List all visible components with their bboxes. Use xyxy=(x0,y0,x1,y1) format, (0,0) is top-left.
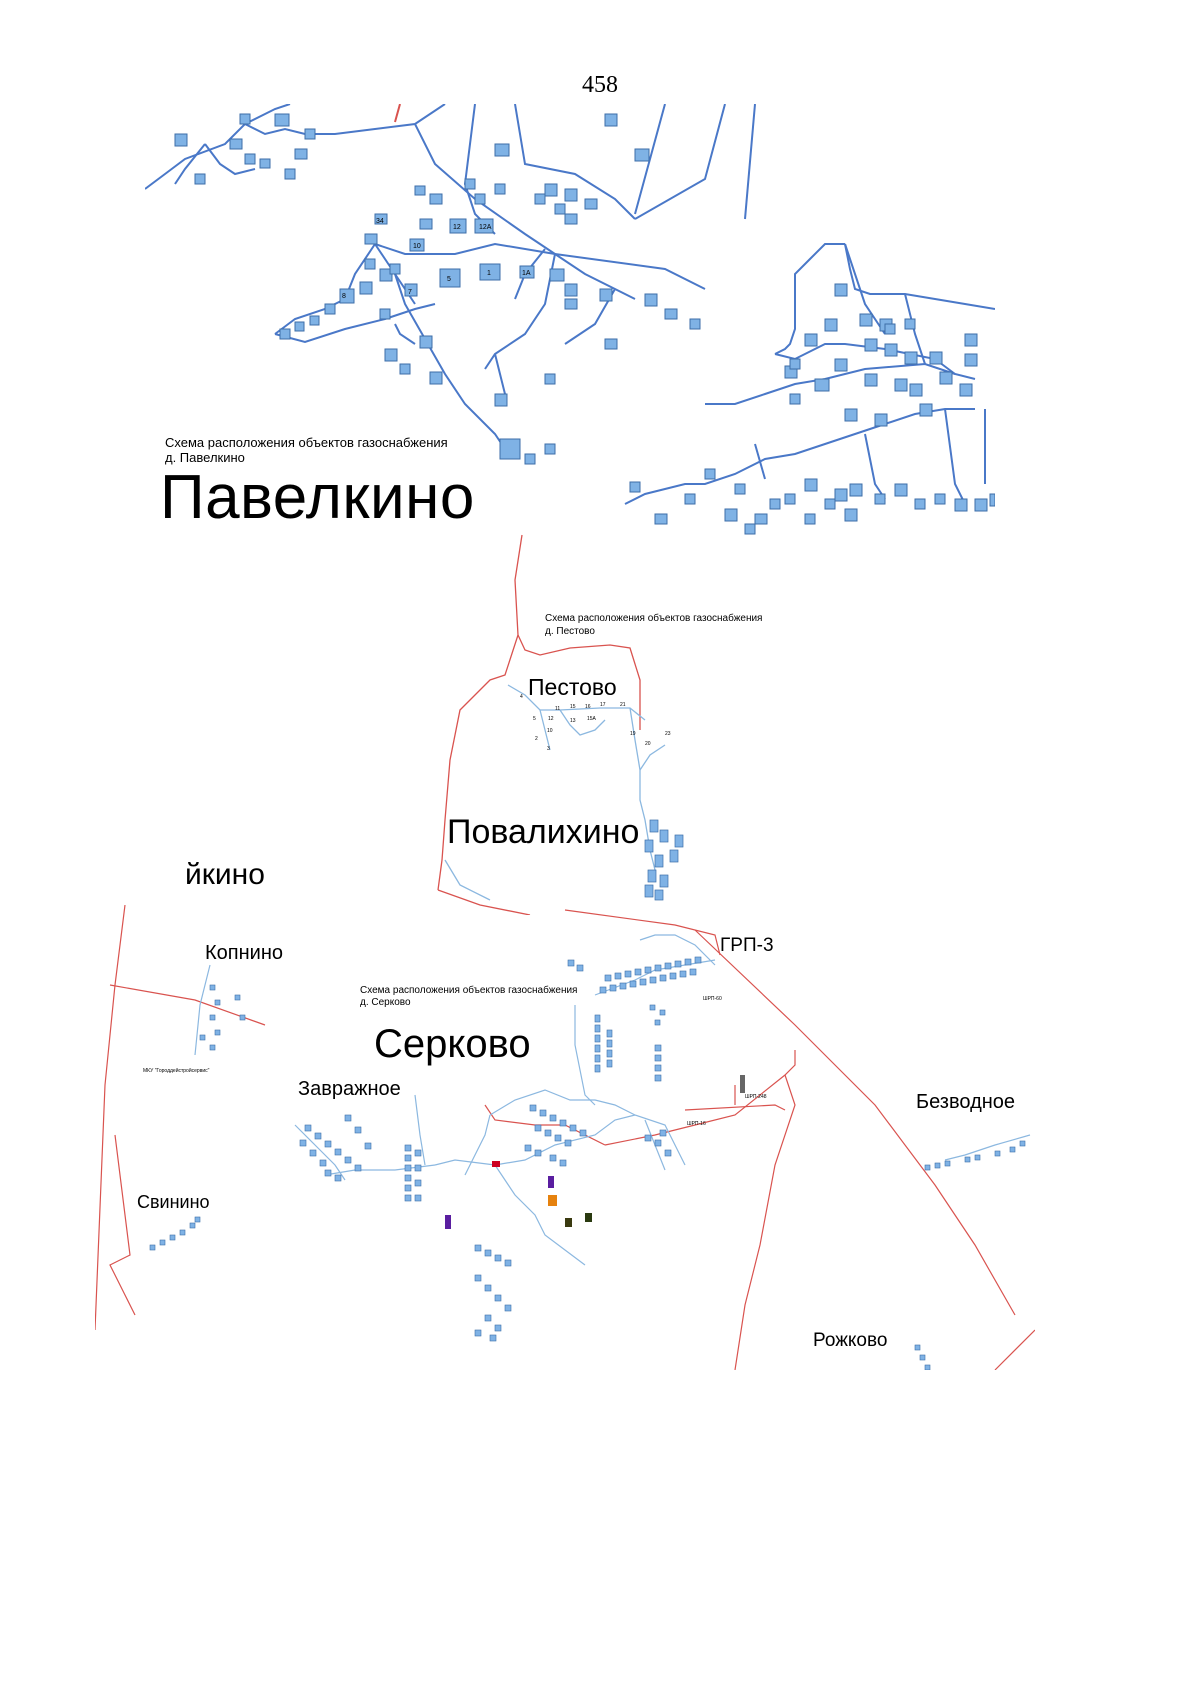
svg-text:1А: 1А xyxy=(522,270,531,277)
label-zavrazhnoe: Завражное xyxy=(298,1078,401,1100)
svg-text:4: 4 xyxy=(520,694,523,700)
svg-text:3: 3 xyxy=(547,746,550,752)
title-serkovo: Серково xyxy=(374,1022,531,1066)
house-number-labels: 12 12А 5 1 1А 7 10 34 8 xyxy=(342,218,531,300)
label-partial-village: йкино xyxy=(185,858,265,891)
facility-markers xyxy=(445,1075,745,1229)
caption-pestovo-line2: д. Пестово xyxy=(545,626,595,637)
svg-text:34: 34 xyxy=(376,218,384,225)
pestovo-buildings xyxy=(644,819,684,901)
svg-text:17: 17 xyxy=(600,702,606,708)
caption-pavelkino: Схема расположения объектов газоснабжени… xyxy=(165,435,448,465)
svg-text:21: 21 xyxy=(620,702,626,708)
map-pestovo: 15 16 17 21 19 20 23 13 15А 10 11 12 4 5… xyxy=(437,534,684,915)
svg-text:1: 1 xyxy=(487,270,491,277)
svg-text:ШРП-60: ШРП-60 xyxy=(703,996,722,1002)
pestovo-house-numbers: 15 16 17 21 19 20 23 13 15А 10 11 12 4 5… xyxy=(520,694,671,752)
buildings xyxy=(174,113,701,493)
svg-text:5: 5 xyxy=(447,276,451,283)
serkovo-buildings xyxy=(149,956,1026,1370)
svg-text:10: 10 xyxy=(547,728,553,734)
label-bezvodnoe: Безводное xyxy=(916,1091,1016,1113)
serkovo-boundaries xyxy=(95,905,1035,1370)
svg-text:ШРП-16: ШРП-16 xyxy=(687,1121,706,1127)
svg-text:12А: 12А xyxy=(479,224,492,231)
svg-text:23: 23 xyxy=(665,731,671,737)
svg-text:16: 16 xyxy=(585,704,591,710)
svg-text:МКУ "Городдейстройсервис": МКУ "Городдейстройсервис" xyxy=(143,1067,210,1074)
label-rozhkovo: Рожково xyxy=(813,1330,888,1351)
svg-text:ШРП-248: ШРП-248 xyxy=(745,1094,767,1100)
svg-text:13: 13 xyxy=(570,718,576,724)
boundary-lines xyxy=(437,534,641,915)
caption-serkovo-line2: д. Серково xyxy=(360,997,411,1008)
svg-text:20: 20 xyxy=(645,741,651,747)
svg-text:7: 7 xyxy=(408,289,412,296)
label-grp-3: ГРП-3 xyxy=(720,935,774,956)
svg-text:2: 2 xyxy=(535,736,538,742)
shrp-labels: ШРП-60 ШРП-248 ШРП-16 МКУ "Городдейстрой… xyxy=(143,996,767,1127)
caption-pestovo: Схема расположения объектов газоснабжени… xyxy=(545,612,762,638)
caption-serkovo: Схема расположения объектов газоснабжени… xyxy=(360,985,577,1009)
svg-text:15А: 15А xyxy=(587,716,597,722)
pipes xyxy=(444,684,666,901)
svg-text:5: 5 xyxy=(533,716,536,722)
title-pestovo: Пестово xyxy=(528,674,617,700)
svg-text:19: 19 xyxy=(630,731,636,737)
caption-pavelkino-line1: Схема расположения объектов газоснабжени… xyxy=(165,435,448,450)
buildings-east xyxy=(654,283,995,535)
page-number: 458 xyxy=(582,72,618,98)
svg-text:12: 12 xyxy=(453,224,461,231)
svg-text:8: 8 xyxy=(342,293,346,300)
title-pavelkino: Павелкино xyxy=(160,463,475,532)
caption-serkovo-line1: Схема расположения объектов газоснабжени… xyxy=(360,985,578,996)
title-povalikhino: Повалихино xyxy=(447,813,640,851)
label-kopnino: Копнино xyxy=(205,942,283,964)
svg-text:12: 12 xyxy=(548,716,554,722)
svg-text:10: 10 xyxy=(413,243,421,250)
caption-pavelkino-line2: д. Павелкино xyxy=(165,450,245,465)
label-svinino: Свинино xyxy=(137,1192,210,1212)
caption-pestovo-line1: Схема расположения объектов газоснабжени… xyxy=(545,613,763,624)
map-serkovo: ШРП-60 ШРП-248 ШРП-16 МКУ "Городдейстрой… xyxy=(95,905,1035,1370)
svg-text:11: 11 xyxy=(555,706,560,712)
map-pavelkino: 12 12А 5 1 1А 7 10 34 8 xyxy=(145,104,995,535)
svg-text:15: 15 xyxy=(570,704,576,710)
